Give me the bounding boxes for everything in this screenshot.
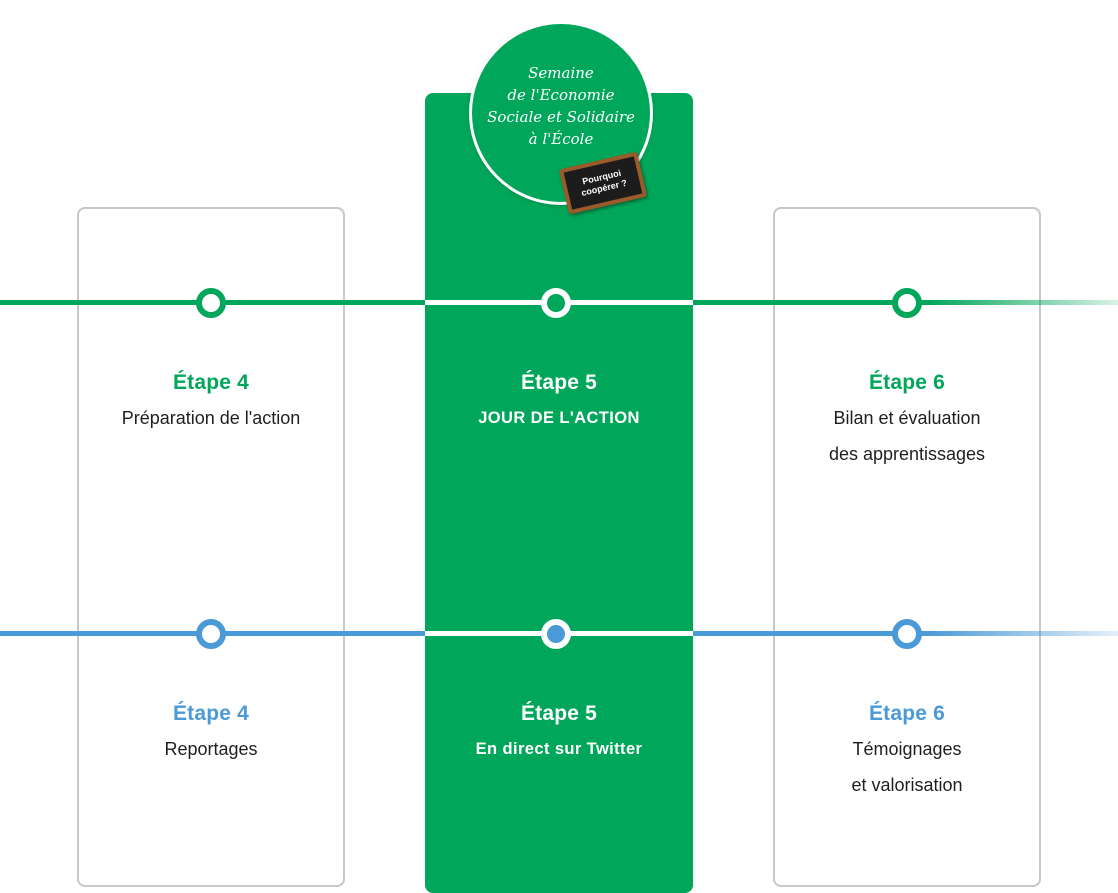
timeline-diagram: Étape 4 Préparation de l'action Étape 5 …	[0, 24, 1118, 893]
badge-line: à l'École	[528, 130, 594, 148]
step-description-line-2: et valorisation	[851, 775, 963, 795]
blue-node-step-6	[892, 619, 922, 649]
green-step-6: Étape 6 Bilan et évaluation des apprenti…	[773, 370, 1041, 472]
step-description: Reportages	[164, 739, 258, 759]
blue-step-4: Étape 4 Reportages	[77, 701, 345, 767]
blue-step-5: Étape 5 En direct sur Twitter	[425, 701, 693, 767]
step-description-line-2: des apprentissages	[828, 444, 986, 464]
step-description: JOUR DE L'ACTION	[478, 409, 640, 427]
step-title: Étape 5	[520, 702, 598, 725]
badge-text: Semaine de l'Economie Sociale et Solidai…	[487, 62, 635, 150]
badge-line: de l'Economie	[507, 86, 615, 104]
step-4-card	[77, 207, 345, 887]
step-title: Étape 5	[520, 371, 598, 394]
green-node-step-4	[196, 288, 226, 318]
blue-step-6: Étape 6 Témoignages et valorisation	[773, 701, 1041, 803]
step-description-line-1: Bilan et évaluation	[833, 408, 981, 428]
blue-node-step-4	[196, 619, 226, 649]
badge-line: Semaine	[528, 64, 594, 82]
step-description-line-1: Témoignages	[852, 739, 962, 759]
blue-node-step-5	[541, 619, 571, 649]
step-title: Étape 4	[172, 371, 250, 394]
green-step-5: Étape 5 JOUR DE L'ACTION	[425, 370, 693, 436]
green-step-4: Étape 4 Préparation de l'action	[77, 370, 345, 436]
step-5-card	[425, 93, 693, 893]
badge-line: Sociale et Solidaire	[487, 108, 635, 126]
green-node-step-5	[541, 288, 571, 318]
green-node-step-6	[892, 288, 922, 318]
step-description: En direct sur Twitter	[475, 740, 643, 758]
step-6-card	[773, 207, 1041, 887]
step-description: Préparation de l'action	[121, 408, 301, 428]
step-title: Étape 4	[172, 702, 250, 725]
step-title: Étape 6	[868, 371, 946, 394]
step-title: Étape 6	[868, 702, 946, 725]
